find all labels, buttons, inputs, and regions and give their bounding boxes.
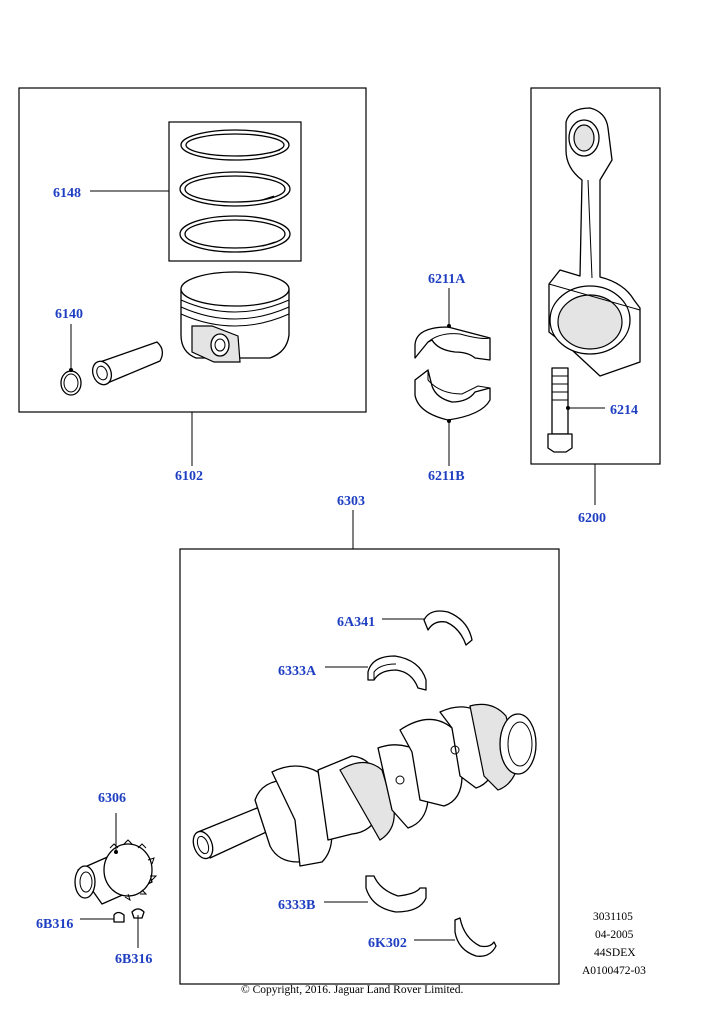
callout-circlip[interactable]: 6140	[55, 307, 83, 322]
bearing-shell-lower[interactable]	[414, 368, 491, 421]
crankshaft-group: 6303 6A341 6333A	[179, 494, 560, 985]
main-bearing-lower[interactable]	[365, 875, 427, 913]
callout-bearing-upper[interactable]: 6211A	[428, 272, 466, 287]
copyright-notice: © Copyright, 2016. Jaguar Land Rover Lim…	[241, 984, 464, 996]
callout-bearing-lower[interactable]: 6211B	[428, 469, 465, 484]
woodruff-key-left[interactable]	[113, 911, 125, 923]
ref-line-3: 44SDEX	[594, 947, 636, 959]
bearing-shell-upper[interactable]	[414, 326, 491, 361]
ref-line-2: 04-2005	[595, 929, 634, 941]
woodruff-key-right[interactable]	[131, 908, 145, 919]
crankshaft[interactable]	[190, 703, 537, 867]
callout-key-right[interactable]: 6B316	[115, 952, 152, 967]
crank-sprocket[interactable]	[74, 839, 158, 905]
callout-rings[interactable]: 6148	[53, 186, 81, 201]
callout-crank-assy[interactable]: 6303	[337, 494, 365, 509]
main-bearing-upper[interactable]	[367, 655, 427, 691]
conrod-group: 6214 6200	[530, 87, 661, 526]
thrust-washer-lower[interactable]	[454, 917, 497, 957]
thrust-washer-upper[interactable]	[423, 610, 473, 646]
callout-sprocket[interactable]: 6306	[98, 791, 126, 806]
callout-thrust-lower[interactable]: 6K302	[368, 936, 407, 951]
connecting-rod[interactable]	[548, 107, 641, 377]
piston-pin[interactable]	[89, 341, 164, 387]
callout-conrod-assy[interactable]: 6200	[578, 511, 606, 526]
crankshaft-group-frame	[179, 548, 560, 985]
drawing-reference: 3031105 04-2005 44SDEX A0100472-03	[582, 911, 646, 977]
conrod-bearings: 6211A 6211B	[414, 272, 491, 484]
piston-group: 6148 6140 6102	[18, 87, 367, 484]
callout-main-upper[interactable]: 6333A	[278, 664, 317, 679]
piston[interactable]	[180, 271, 290, 363]
sprocket-group: 6306 6B316 6B316	[36, 791, 158, 967]
circlip[interactable]	[60, 370, 82, 396]
ref-line-4: A0100472-03	[582, 965, 646, 977]
callout-key-left[interactable]: 6B316	[36, 917, 73, 932]
callout-piston-assy[interactable]: 6102	[175, 469, 203, 484]
conrod-bolt[interactable]	[547, 367, 573, 453]
callout-thrust-upper[interactable]: 6A341	[337, 615, 375, 630]
callout-conrod-bolt[interactable]: 6214	[610, 403, 638, 418]
piston-rings[interactable]	[179, 129, 291, 253]
ref-line-1: 3031105	[593, 911, 633, 923]
callout-main-lower[interactable]: 6333B	[278, 898, 315, 913]
